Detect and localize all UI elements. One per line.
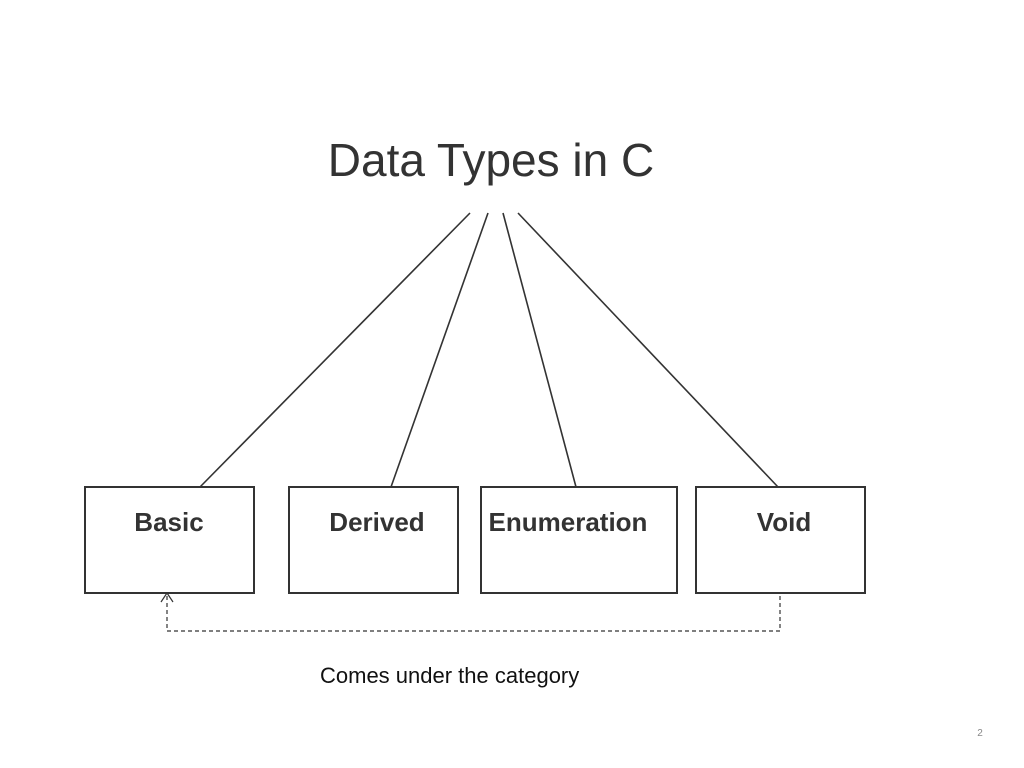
category-box-enumeration: Enumeration [480,486,678,594]
category-label-void: Void [757,507,811,537]
category-label-derived: Derived [329,507,424,537]
category-relation-arrow [160,591,781,632]
connector-lines [199,212,779,488]
page-number: 2 [977,728,983,739]
connector-enumeration [502,212,577,488]
connector-basic [199,212,471,488]
category-box-derived: Derived [288,486,459,594]
arrowhead-icon [160,591,174,603]
category-label-basic: Basic [134,507,203,537]
category-box-basic: Basic [84,486,255,594]
dashed-relation-line [166,594,781,632]
connector-void [517,212,779,488]
category-label-enumeration: Enumeration [489,507,648,537]
diagram-title: Data Types in C [328,134,654,186]
category-box-void: Void [695,486,866,594]
relation-caption: Comes under the category [320,663,579,688]
connector-derived [390,212,489,488]
